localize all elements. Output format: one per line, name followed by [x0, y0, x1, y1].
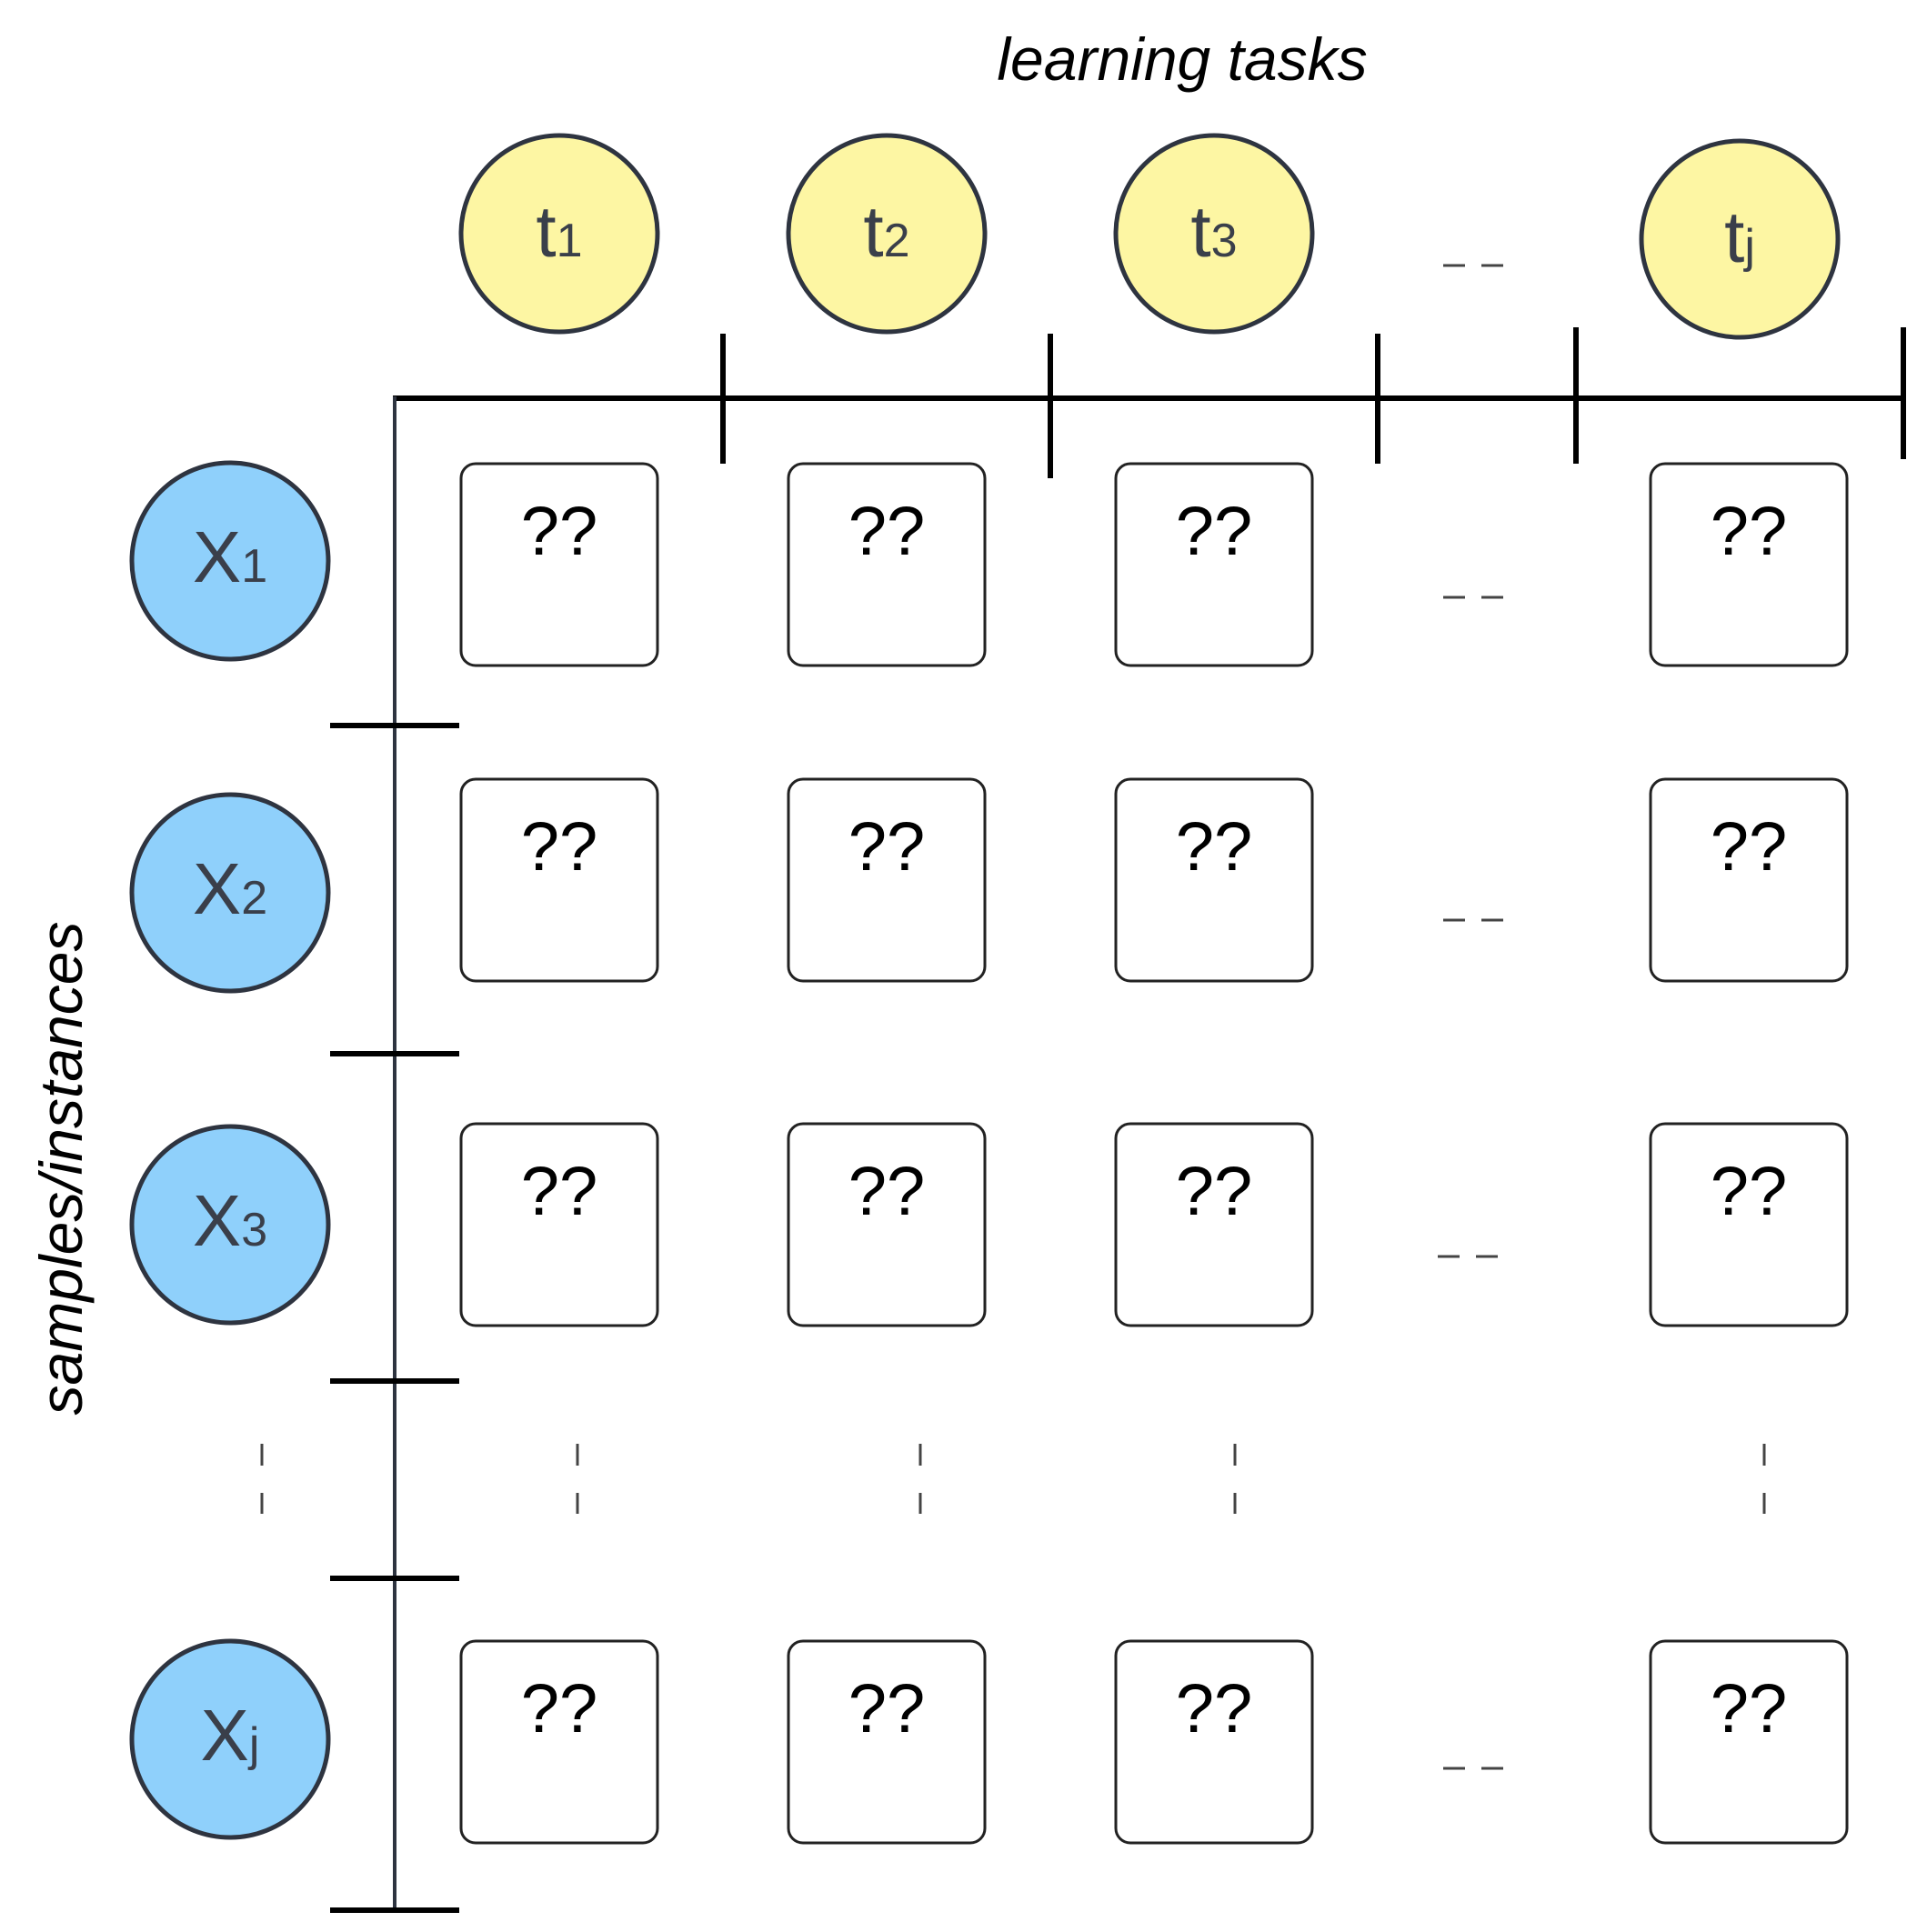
matrix-cell-box: [1649, 777, 1849, 983]
matrix-cell-box: [459, 1122, 659, 1327]
matrix-cell-box: [459, 462, 659, 667]
matrix-cell-label: ??: [521, 493, 598, 570]
matrix-cells: ????????????????????????????????: [459, 462, 1849, 1845]
sample-node-j-base: X: [201, 1695, 249, 1776]
matrix-cell-box: [459, 1639, 659, 1845]
task-node-3-sub: 3: [1211, 215, 1238, 267]
matrix-cell-label: ??: [521, 808, 598, 886]
matrix-cell-x1-t3: ??: [1114, 462, 1314, 667]
svg-text:Xj: Xj: [201, 1695, 260, 1776]
matrix-cell-label: ??: [1711, 493, 1788, 570]
matrix-cell-x2-tj: ??: [1649, 777, 1849, 983]
matrix-cell-x3-t1: ??: [459, 1122, 659, 1327]
sample-node-3-sub: 3: [241, 1204, 267, 1256]
sample-node-2-base: X: [193, 848, 241, 929]
matrix-cell-label: ??: [1176, 1670, 1253, 1747]
matrix-cell-label: ??: [848, 808, 926, 886]
matrix-cell-box: [1649, 1122, 1849, 1327]
matrix-cell-label: ??: [521, 1670, 598, 1747]
matrix-cell-label: ??: [1711, 1153, 1788, 1230]
matrix-cell-label: ??: [848, 1670, 926, 1747]
svg-text:tj: tj: [1724, 196, 1755, 277]
svg-text:t2: t2: [863, 191, 909, 272]
matrix-cell-box: [459, 777, 659, 983]
sample-node-2: X2: [129, 792, 331, 994]
matrix-cell-x3-t3: ??: [1114, 1122, 1314, 1327]
matrix-cell-xj-t2: ??: [787, 1639, 987, 1845]
matrix-cell-label: ??: [848, 493, 926, 570]
sample-axis: [330, 396, 459, 1913]
matrix-cell-x1-t2: ??: [787, 462, 987, 667]
task-node-j-base: t: [1724, 196, 1744, 277]
svg-text:t3: t3: [1190, 191, 1237, 272]
matrix-cell-box: [787, 1122, 987, 1327]
matrix-cell-xj-t3: ??: [1114, 1639, 1314, 1845]
svg-text:X1: X1: [193, 516, 267, 597]
task-axis: [393, 327, 1906, 478]
sample-node-2-sub: 2: [241, 872, 267, 925]
samples-axis-title: samples/instances: [27, 922, 95, 1416]
task-node-1: t1: [458, 133, 660, 335]
task-node-1-sub: 1: [557, 215, 583, 267]
task-node-2-base: t: [863, 191, 883, 272]
sample-node-1-base: X: [193, 516, 241, 597]
matrix-cell-x2-t2: ??: [787, 777, 987, 983]
matrix-cell-xj-tj: ??: [1649, 1639, 1849, 1845]
matrix-cell-label: ??: [1711, 1670, 1788, 1747]
task-node-3-base: t: [1190, 191, 1210, 272]
matrix-cell-label: ??: [1176, 493, 1253, 570]
matrix-cell-label: ??: [848, 1153, 926, 1230]
matrix-cell-box: [1114, 1122, 1314, 1327]
matrix-cell-x2-t3: ??: [1114, 777, 1314, 983]
matrix-cell-label: ??: [1176, 1153, 1253, 1230]
task-node-j: tj: [1639, 138, 1841, 340]
matrix-cell-box: [1114, 777, 1314, 983]
task-node-2: t2: [786, 133, 988, 335]
matrix-cell-label: ??: [1711, 808, 1788, 886]
matrix-cell-box: [787, 462, 987, 667]
matrix-cell-x1-t1: ??: [459, 462, 659, 667]
sample-node-3-base: X: [193, 1180, 241, 1261]
task-node-j-sub: j: [1742, 220, 1755, 273]
svg-text:t1: t1: [536, 191, 582, 272]
task-node-2-sub: 2: [884, 215, 910, 267]
sample-node-1-sub: 1: [241, 540, 267, 593]
matrix-cell-box: [1649, 462, 1849, 667]
matrix-cell-x3-t2: ??: [787, 1122, 987, 1327]
matrix-cell-x1-tj: ??: [1649, 462, 1849, 667]
matrix-cell-box: [787, 1639, 987, 1845]
matrix-cell-label: ??: [521, 1153, 598, 1230]
matrix-cell-x3-tj: ??: [1649, 1122, 1849, 1327]
sample-node-1: X1: [129, 460, 331, 662]
task-node-1-base: t: [536, 191, 556, 272]
matrix-cell-xj-t1: ??: [459, 1639, 659, 1845]
svg-text:X2: X2: [193, 848, 267, 929]
sample-node-j: Xj: [129, 1638, 331, 1840]
matrix-cell-box: [1114, 1639, 1314, 1845]
sample-node-j-sub: j: [247, 1718, 260, 1771]
tasks-axis-title: learning tasks: [997, 25, 1367, 93]
matrix-cell-box: [1114, 462, 1314, 667]
matrix-cell-label: ??: [1176, 808, 1253, 886]
matrix-cell-box: [1649, 1639, 1849, 1845]
grid-ellipsis-marks: [260, 596, 1766, 1770]
matrix-cell-box: [787, 777, 987, 983]
task-node-3: t3: [1113, 133, 1315, 335]
matrix-cell-x2-t1: ??: [459, 777, 659, 983]
svg-text:X3: X3: [193, 1180, 267, 1261]
sample-node-3: X3: [129, 1124, 331, 1326]
